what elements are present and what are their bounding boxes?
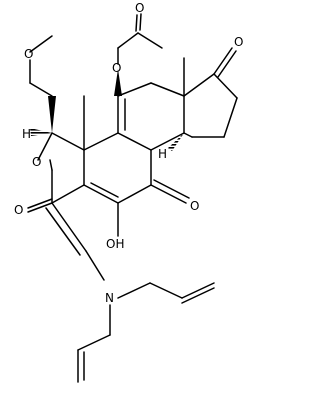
label-lactone-carbonyl-o: O — [14, 203, 23, 217]
hash-bond-h-b — [30, 128, 52, 136]
wedge-bond-c11 — [114, 69, 122, 96]
methoxymethyl-group — [29, 35, 56, 133]
label-stereo-h-a: H — [158, 147, 167, 161]
label-ring-o: O — [32, 155, 41, 169]
hash-bond-h-a — [168, 133, 184, 151]
label-quinone-o: O — [190, 199, 199, 213]
label-nitrogen: N — [105, 291, 114, 305]
steroid-core — [27, 47, 238, 281]
label-ketone-o: O — [234, 35, 243, 49]
label-methoxy-o: O — [24, 47, 33, 61]
label-stereo-h-b: H — [22, 127, 31, 141]
acetate-group — [117, 13, 163, 65]
label-carbonyl-o-top: O — [135, 1, 144, 15]
label-hydroxyl: OH — [106, 237, 124, 251]
label-ester-o: O — [112, 61, 121, 75]
molecule-structure: O O O O O O O OH N H H — [14, 1, 243, 383]
diallyl-amine — [77, 282, 215, 383]
structure-drawing: O O O O O O O OH N H H — [14, 1, 243, 383]
